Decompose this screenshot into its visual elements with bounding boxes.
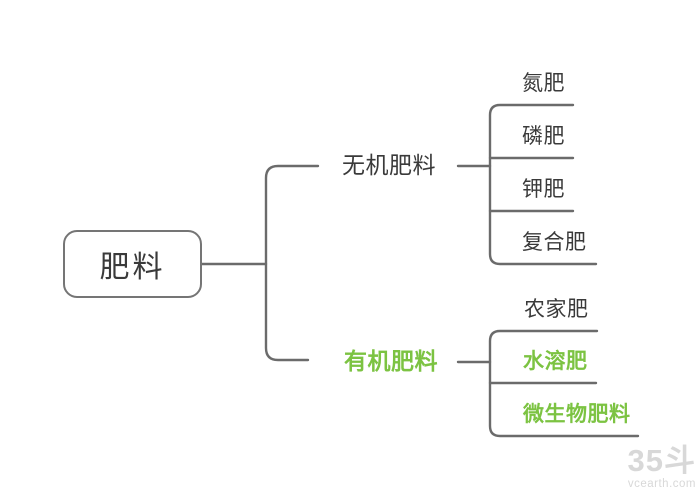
root-node-label: 肥料 (99, 251, 166, 284)
inorganic-rail-line (488, 103, 598, 266)
leaf-microbial-label: 微生物肥料 (523, 403, 631, 426)
root-node: 肥料 (63, 230, 202, 298)
watermark-brand: 35斗 (627, 443, 696, 478)
watermark: 35斗 vcearth.com (576, 444, 696, 491)
main-spine-line (264, 164, 320, 362)
branch-organic-label: 有机肥料 (344, 348, 438, 374)
watermark-site: vcearth.com (627, 478, 696, 490)
branch-inorganic-label: 无机肥料 (342, 152, 436, 178)
leaf-water-soluble-label: 水溶肥 (523, 350, 588, 373)
leaf-potassium-label: 钾肥 (522, 178, 565, 201)
leaf-phosphate-label: 磷肥 (522, 125, 565, 148)
leaf-nitrogen-label: 氮肥 (522, 72, 565, 95)
leaf-compound-label: 复合肥 (522, 231, 587, 254)
leaf-farmyard-label: 农家肥 (524, 298, 589, 321)
